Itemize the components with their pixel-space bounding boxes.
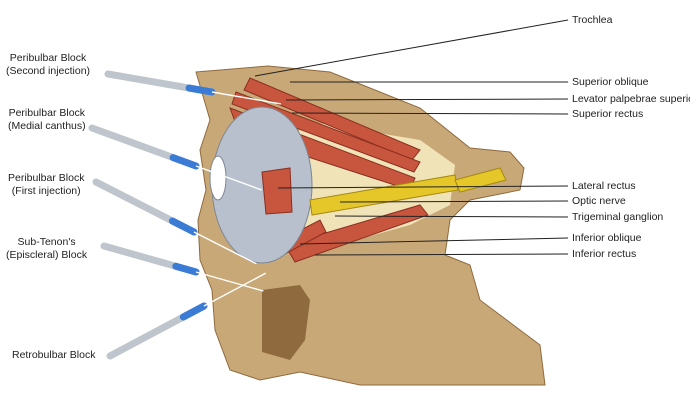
- label-peribulbar-first-line2: (First injection): [8, 185, 84, 198]
- label-peribulbar-second: Peribulbar Block (Second injection): [6, 52, 90, 78]
- label-sub-tenon-line2: (Episcleral) Block: [6, 249, 87, 262]
- label-inferior-rectus: Inferior rectus: [572, 248, 636, 261]
- label-superior-rectus: Superior rectus: [572, 108, 643, 121]
- syringe-hub: [183, 306, 204, 317]
- label-peribulbar-first-line1: Peribulbar Block: [8, 172, 84, 185]
- label-peribulbar-medial-line2: (Medial canthus): [8, 120, 86, 133]
- label-sub-tenon: Sub-Tenon's (Episcleral) Block: [6, 236, 87, 262]
- label-trochlea: Trochlea: [572, 14, 612, 27]
- eyeball: [212, 107, 312, 263]
- label-peribulbar-first: Peribulbar Block (First injection): [8, 172, 84, 198]
- label-peribulbar-medial: Peribulbar Block (Medial canthus): [8, 107, 86, 133]
- label-lateral-rectus: Lateral rectus: [572, 180, 636, 193]
- label-trigeminal: Trigeminal ganglion: [572, 211, 663, 224]
- label-levator: Levator palpebrae superioris: [572, 93, 690, 106]
- label-peribulbar-second-line2: (Second injection): [6, 65, 90, 78]
- label-superior-oblique: Superior oblique: [572, 76, 648, 89]
- cornea: [210, 156, 226, 200]
- label-retrobulbar: Retrobulbar Block: [12, 349, 95, 362]
- syringe-hub: [176, 266, 196, 272]
- syringe-hub: [189, 88, 212, 92]
- syringe-hub: [173, 158, 196, 166]
- label-optic-nerve: Optic nerve: [572, 195, 626, 208]
- leader-trochlea: [255, 20, 568, 76]
- label-peribulbar-second-line1: Peribulbar Block: [6, 52, 90, 65]
- label-retrobulbar-line1: Retrobulbar Block: [12, 349, 95, 362]
- label-sub-tenon-line1: Sub-Tenon's: [6, 236, 87, 249]
- syringe-hub: [172, 221, 194, 232]
- lateral-rectus-muscle: [262, 168, 292, 214]
- label-inferior-oblique: Inferior oblique: [572, 232, 641, 245]
- label-peribulbar-medial-line1: Peribulbar Block: [8, 107, 86, 120]
